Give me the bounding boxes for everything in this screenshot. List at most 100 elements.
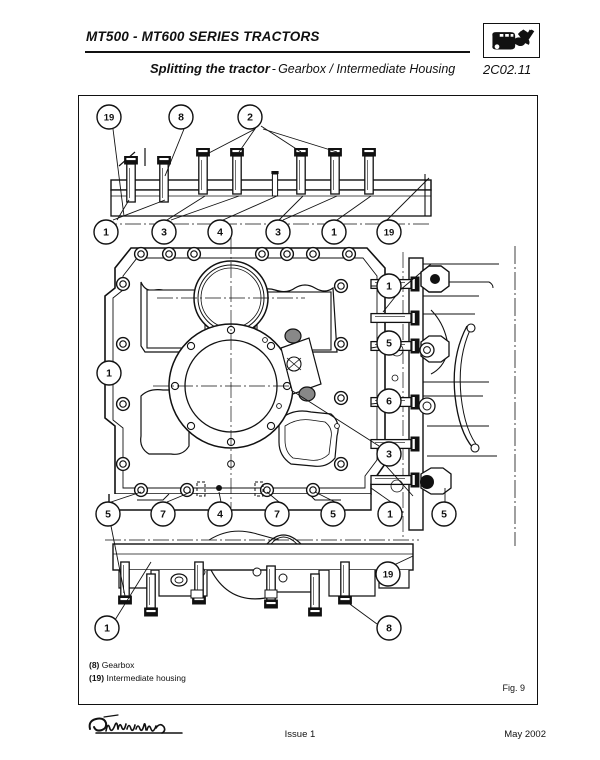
callout-bubble: 1 xyxy=(93,219,119,245)
callout-number: 1 xyxy=(386,281,392,293)
page-title: MT500 - MT600 SERIES TRACTORS xyxy=(86,29,320,44)
callout-circle xyxy=(207,219,233,245)
callout-number: 6 xyxy=(386,396,392,408)
callout-number: 19 xyxy=(384,228,395,239)
challenger-script-logo xyxy=(84,713,194,739)
callout-bubble: 1 xyxy=(376,273,402,299)
callout-circle xyxy=(376,330,402,356)
callout-number: 1 xyxy=(387,509,393,521)
callout-circle xyxy=(94,615,120,641)
section-heading-rest: Gearbox / Intermediate Housing xyxy=(278,62,456,76)
callout-circle xyxy=(377,501,403,527)
callout-circle xyxy=(93,219,119,245)
centre-lines xyxy=(153,238,311,508)
callout-number: 1 xyxy=(104,623,110,635)
issue-label: Issue 1 xyxy=(284,729,316,740)
callout-circle xyxy=(265,219,291,245)
callout-number: 8 xyxy=(178,112,184,124)
callout-bubble: 3 xyxy=(265,219,291,245)
callout-circle xyxy=(168,104,194,130)
callout-circle xyxy=(321,219,347,245)
callout-circle xyxy=(431,501,457,527)
callout-bubble: 6 xyxy=(376,388,402,414)
callout-bubble: 1 xyxy=(321,219,347,245)
callout-circle xyxy=(96,360,122,386)
callout-bubble: 4 xyxy=(207,219,233,245)
callout-number: 5 xyxy=(105,509,111,521)
callout-bubble: 5 xyxy=(431,501,457,527)
callout-number: 3 xyxy=(275,227,281,239)
callout-number: 4 xyxy=(217,509,223,521)
callout-circle xyxy=(150,501,176,527)
callout-bubble: 1 xyxy=(377,501,403,527)
callout-number: 5 xyxy=(441,509,447,521)
callout-number: 1 xyxy=(103,227,109,239)
callout-number: 19 xyxy=(104,113,115,124)
callout-bubble: 1 xyxy=(96,360,122,386)
section-code: 2C02.11 xyxy=(483,62,532,77)
legend-item: (19) Intermediate housing xyxy=(89,672,186,685)
callout-circle xyxy=(376,388,402,414)
hex-heads-right xyxy=(418,265,452,495)
callout-circle xyxy=(151,219,177,245)
callout-circle xyxy=(207,501,233,527)
callout-number: 2 xyxy=(247,112,253,124)
callout-number: 1 xyxy=(106,368,112,380)
callout-bubble: 8 xyxy=(168,104,194,130)
callout-number: 1 xyxy=(331,227,337,239)
top-bolt-rail xyxy=(101,147,432,225)
section-heading-dash: - xyxy=(271,62,277,76)
callout-bubble: 4 xyxy=(207,501,233,527)
legend-key: (8) xyxy=(89,660,100,670)
callout-number: 7 xyxy=(274,509,280,521)
legend-label: Gearbox xyxy=(101,660,135,670)
callout-bubble: 19 xyxy=(376,219,402,245)
legend-label: Intermediate housing xyxy=(106,673,186,683)
callout-circle xyxy=(376,615,402,641)
callout-bubble: 2 xyxy=(237,104,263,130)
callout-circle xyxy=(375,561,401,587)
callout-circle xyxy=(376,441,402,467)
callout-number: 4 xyxy=(217,227,223,239)
callout-number: 5 xyxy=(386,338,392,350)
callout-bubble: 19 xyxy=(375,561,401,587)
callout-circle xyxy=(376,219,402,245)
callout-bubble: 3 xyxy=(151,219,177,245)
callout-bubble: 5 xyxy=(320,501,346,527)
hand-wrench-icon xyxy=(483,23,540,58)
header-rule xyxy=(85,51,470,53)
figure-legend: (8) Gearbox (19) Intermediate housing xyxy=(89,659,186,685)
bolt-circle-holes xyxy=(170,325,292,447)
callout-bubble: 8 xyxy=(376,615,402,641)
figure-number: Fig. 9 xyxy=(502,683,525,693)
bottom-bolt-assembly xyxy=(105,530,419,617)
date-label: May 2002 xyxy=(504,729,546,740)
callout-bubble: 5 xyxy=(95,501,121,527)
callout-circle xyxy=(376,273,402,299)
callout-circle xyxy=(264,501,290,527)
callout-layer: 19 8 2 1 3 4 3 1 19 1 1 5 6 3 5 7 4 7 5 1 5 19 8 1 xyxy=(93,104,457,641)
fitting-block xyxy=(280,328,322,402)
legend-item: (8) Gearbox xyxy=(89,659,186,672)
callout-number: 3 xyxy=(386,449,392,461)
section-heading-bold: Splitting the tractor xyxy=(150,61,270,76)
callout-number: 19 xyxy=(383,570,394,581)
callout-circle xyxy=(96,104,122,130)
callout-number: 7 xyxy=(160,509,166,521)
callout-bubble: 1 xyxy=(94,615,120,641)
figure-frame: 19 8 2 1 3 4 3 1 19 1 1 5 6 3 5 7 4 7 5 1 5 19 8 1 (8) Gearbox … xyxy=(78,95,538,705)
callout-bubble: 3 xyxy=(376,441,402,467)
callout-number: 8 xyxy=(386,623,392,635)
housing-face xyxy=(104,238,386,511)
callout-number: 5 xyxy=(330,509,336,521)
callout-bubble: 19 xyxy=(96,104,122,130)
leader-lines-top xyxy=(112,125,430,221)
callout-bubble: 7 xyxy=(264,501,290,527)
callout-circle xyxy=(95,501,121,527)
right-side-view xyxy=(370,246,516,546)
callout-bubble: 7 xyxy=(150,501,176,527)
legend-key: (19) xyxy=(89,673,105,683)
callout-number: 3 xyxy=(161,227,167,239)
section-heading: Splitting the tractor-Gearbox / Intermed… xyxy=(150,61,455,76)
